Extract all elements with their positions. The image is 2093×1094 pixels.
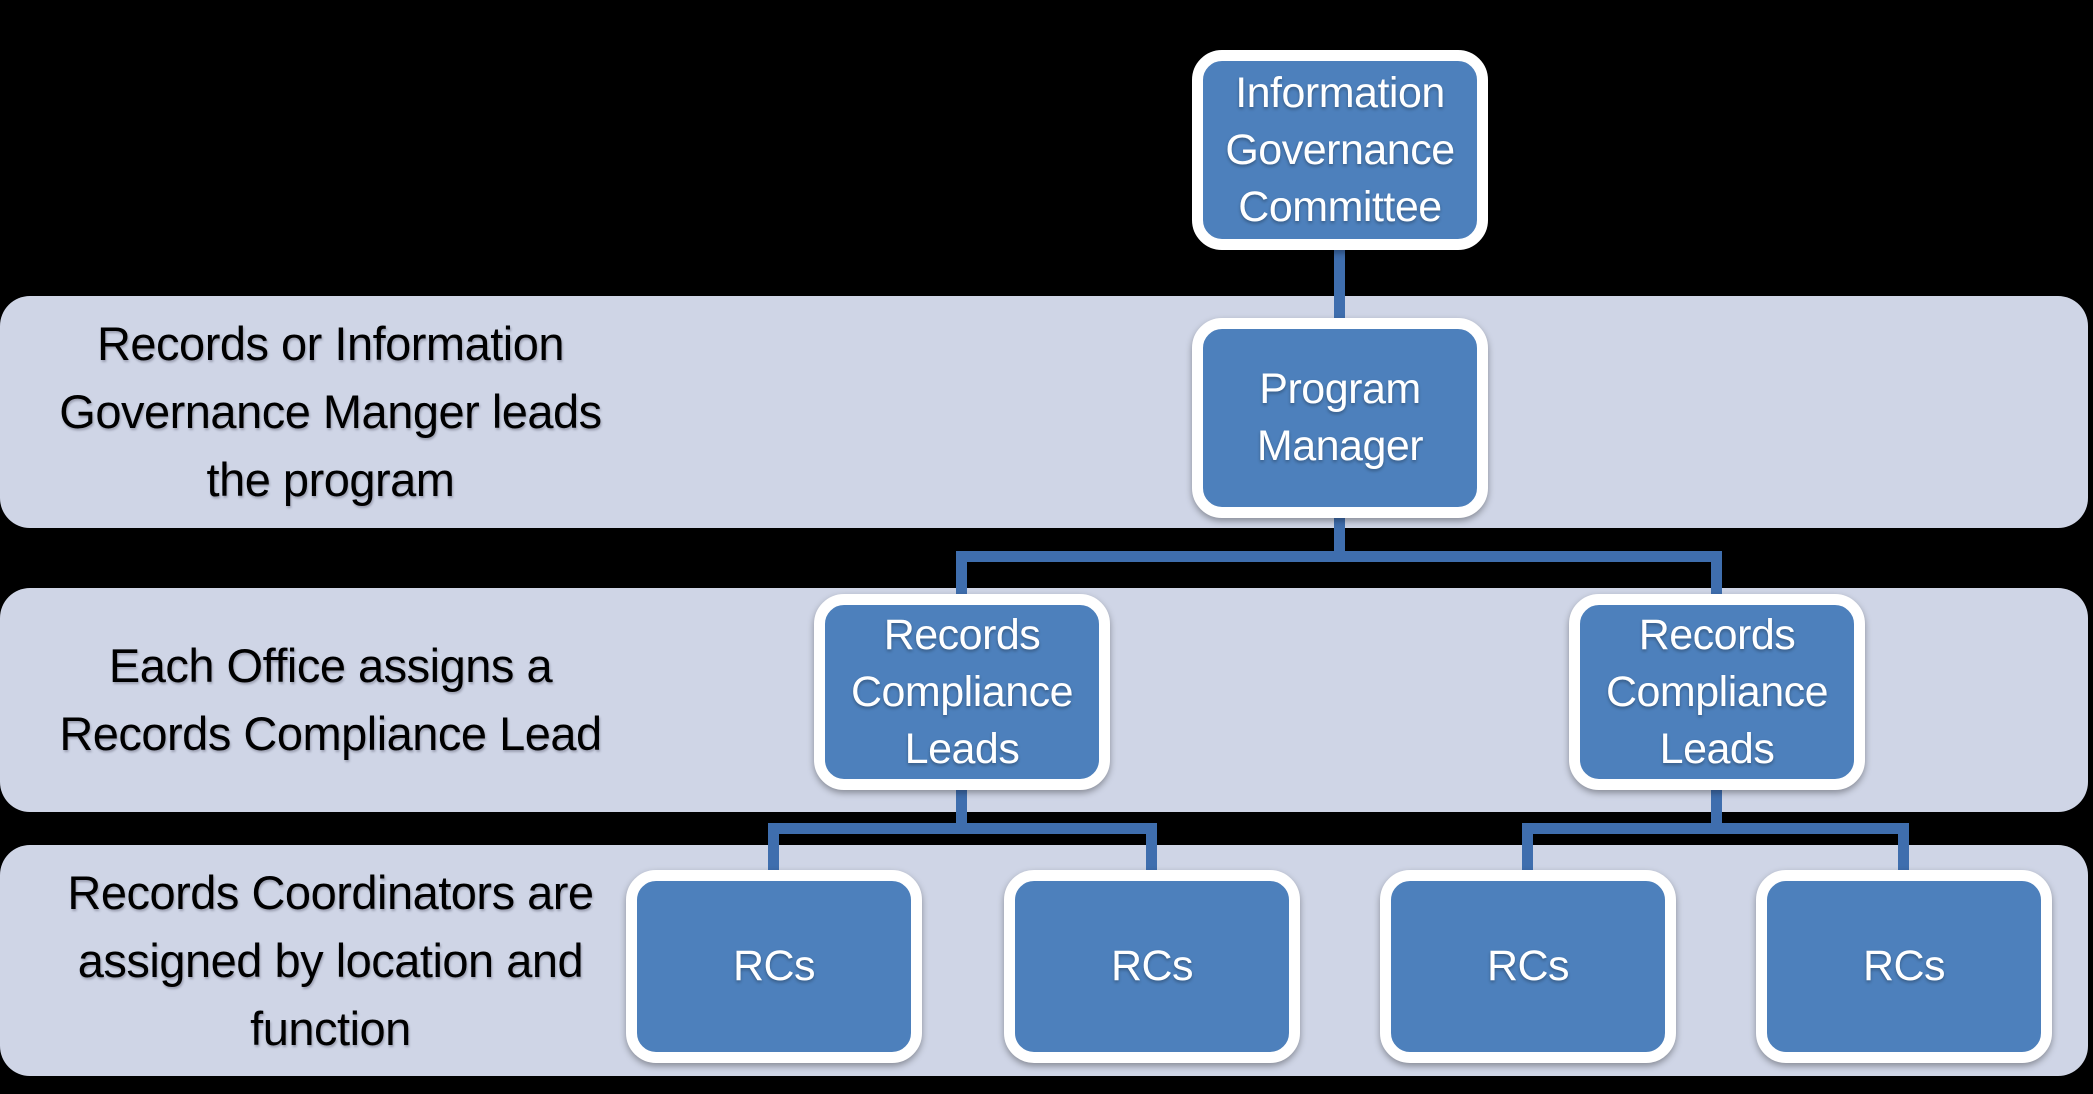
connector-drop-rc4 <box>1898 823 1909 870</box>
node-label-rc2: RCs <box>1110 942 1194 990</box>
node-rcs-2: RCs <box>1004 870 1300 1063</box>
node-label-rc4: RCs <box>1862 942 1946 990</box>
node-label-pm: Program Manager <box>1256 365 1424 470</box>
connector-drop-rcl-right <box>1711 551 1722 594</box>
band-annotation-3: Records Coordinators are assigned by loc… <box>67 865 594 1055</box>
node-label-rcl-right: Records Compliance Leads <box>1605 610 1829 773</box>
connector-drop-rc3 <box>1522 823 1533 870</box>
node-information-governance-committee: Information Governance Committee <box>1192 50 1488 250</box>
connector-drop-rcl-left <box>956 551 967 594</box>
connector-igc-to-pm <box>1334 250 1345 318</box>
connector-drop-rc2 <box>1146 823 1157 870</box>
connector-pm-stub <box>1334 518 1345 562</box>
band-annotation-1: Records or Information Governance Manger… <box>59 317 602 506</box>
band-row-program-manager: Records or Information Governance Manger… <box>0 296 2088 528</box>
node-rcs-4: RCs <box>1756 870 2052 1063</box>
node-rcs-3: RCs <box>1380 870 1676 1063</box>
node-label-igc: Information Governance Committee <box>1225 68 1455 231</box>
connector-rcl-left-stub <box>956 790 967 834</box>
node-records-compliance-leads-right: Records Compliance Leads <box>1569 594 1865 790</box>
connector-rcl-left-branch <box>768 823 1157 834</box>
node-label-rc1: RCs <box>732 942 816 990</box>
node-label-rcl-left: Records Compliance Leads <box>850 610 1074 773</box>
connector-rcl-right-stub <box>1711 790 1722 834</box>
connector-rcl-right-branch <box>1522 823 1909 834</box>
band-annotation-2: Each Office assigns a Records Compliance… <box>59 639 602 760</box>
connector-pm-branch <box>956 551 1722 562</box>
node-rcs-1: RCs <box>626 870 922 1063</box>
node-label-rc3: RCs <box>1486 942 1570 990</box>
connector-drop-rc1 <box>768 823 779 870</box>
node-records-compliance-leads-left: Records Compliance Leads <box>814 594 1110 790</box>
node-program-manager: Program Manager <box>1192 318 1488 518</box>
